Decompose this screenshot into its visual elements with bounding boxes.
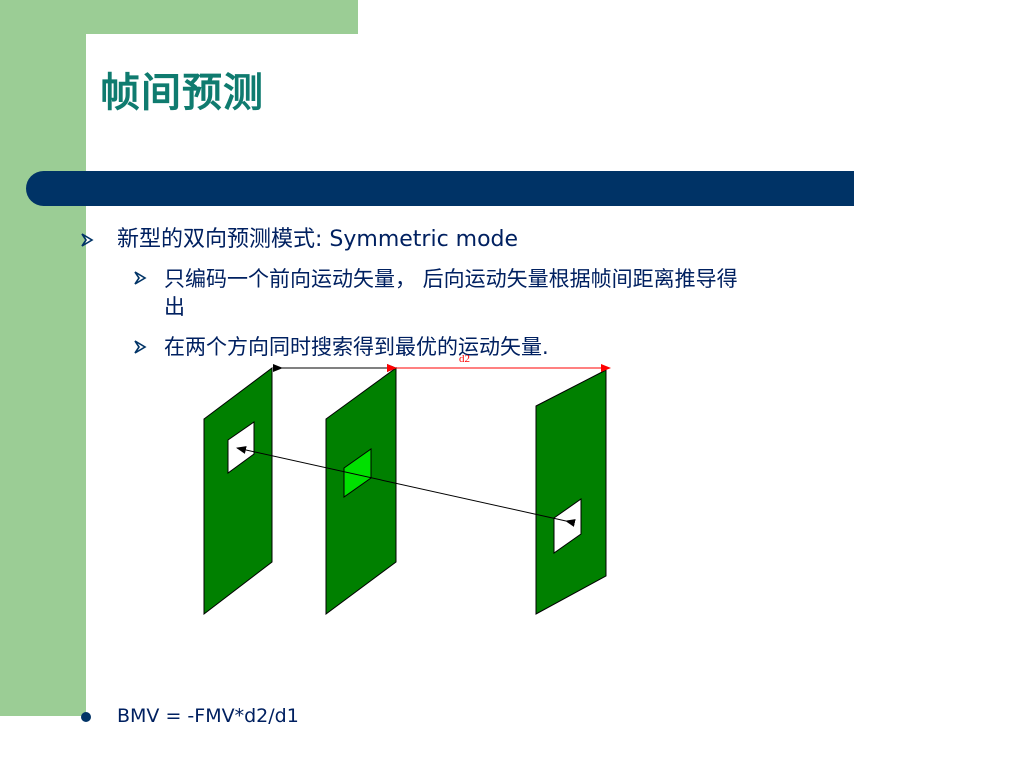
motion-vector-line	[236, 446, 576, 527]
formula-bmv: BMV = -FMV*d2/d1	[117, 705, 299, 727]
arrowhead-bullet-icon	[80, 233, 94, 247]
d2-label: d2	[459, 353, 470, 365]
reference-frame-forward	[203, 367, 273, 616]
current-frame	[325, 367, 397, 615]
arrowhead-bullet-icon	[133, 271, 147, 285]
slide-title: 帧间预测	[100, 69, 264, 116]
bullet-symmetric-mode: 新型的双向预测模式: Symmetric mode	[117, 227, 519, 252]
bullet-forward-mv-line2: 出	[164, 295, 185, 319]
arrowhead-bullet-icon	[133, 340, 147, 354]
dot-bullet-icon	[81, 712, 91, 722]
bullet-forward-mv-line1: 只编码一个前向运动矢量， 后向运动矢量根据帧间距离推导得	[164, 267, 738, 291]
title-underline-bar	[26, 171, 854, 206]
bullet-search-both-directions: 在两个方向同时搜索得到最优的运动矢量.	[164, 335, 549, 359]
reference-frame-backward	[535, 369, 607, 615]
green-side-panel	[0, 0, 86, 716]
